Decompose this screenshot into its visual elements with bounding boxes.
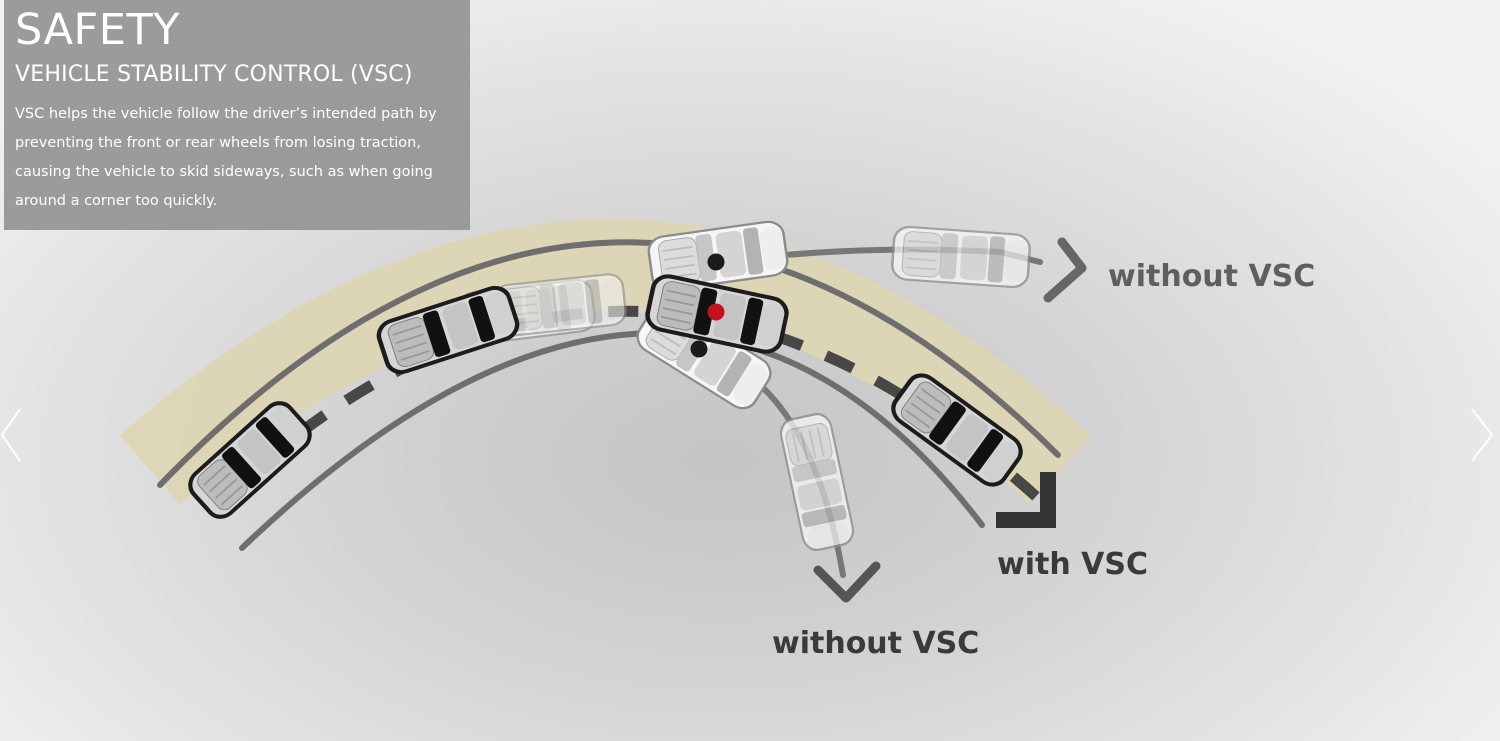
understeer-arrowhead	[813, 561, 881, 603]
road-band	[119, 219, 1092, 505]
label-without-vsc-oversteer: without VSC	[1108, 259, 1316, 294]
chevron-left-icon	[0, 408, 21, 462]
carousel-prev-button[interactable]	[0, 405, 26, 465]
panel-title: SAFETY	[15, 5, 180, 55]
panel-subtitle: VEHICLE STABILITY CONTROL (VSC)	[15, 62, 413, 87]
road-edge-outer	[157, 239, 1061, 488]
rotation-dot-with-vsc	[707, 303, 725, 321]
oversteer-arrowhead	[1043, 237, 1087, 303]
with-vsc-arrowhead	[996, 472, 1056, 528]
info-panel: SAFETY VEHICLE STABILITY CONTROL (VSC) V…	[4, 0, 470, 230]
understeer-final-vehicle	[776, 410, 858, 554]
chevron-right-icon	[1471, 408, 1494, 462]
label-with-vsc: with VSC	[997, 547, 1148, 582]
rotation-dot-oversteer	[707, 253, 725, 271]
label-without-vsc-understeer: without VSC	[772, 626, 980, 661]
carousel-next-button[interactable]	[1466, 405, 1498, 465]
rotation-dot-understeer	[690, 340, 708, 358]
oversteer-final-vehicle	[890, 224, 1032, 290]
panel-description: VSC helps the vehicle follow the driver’…	[15, 106, 437, 209]
